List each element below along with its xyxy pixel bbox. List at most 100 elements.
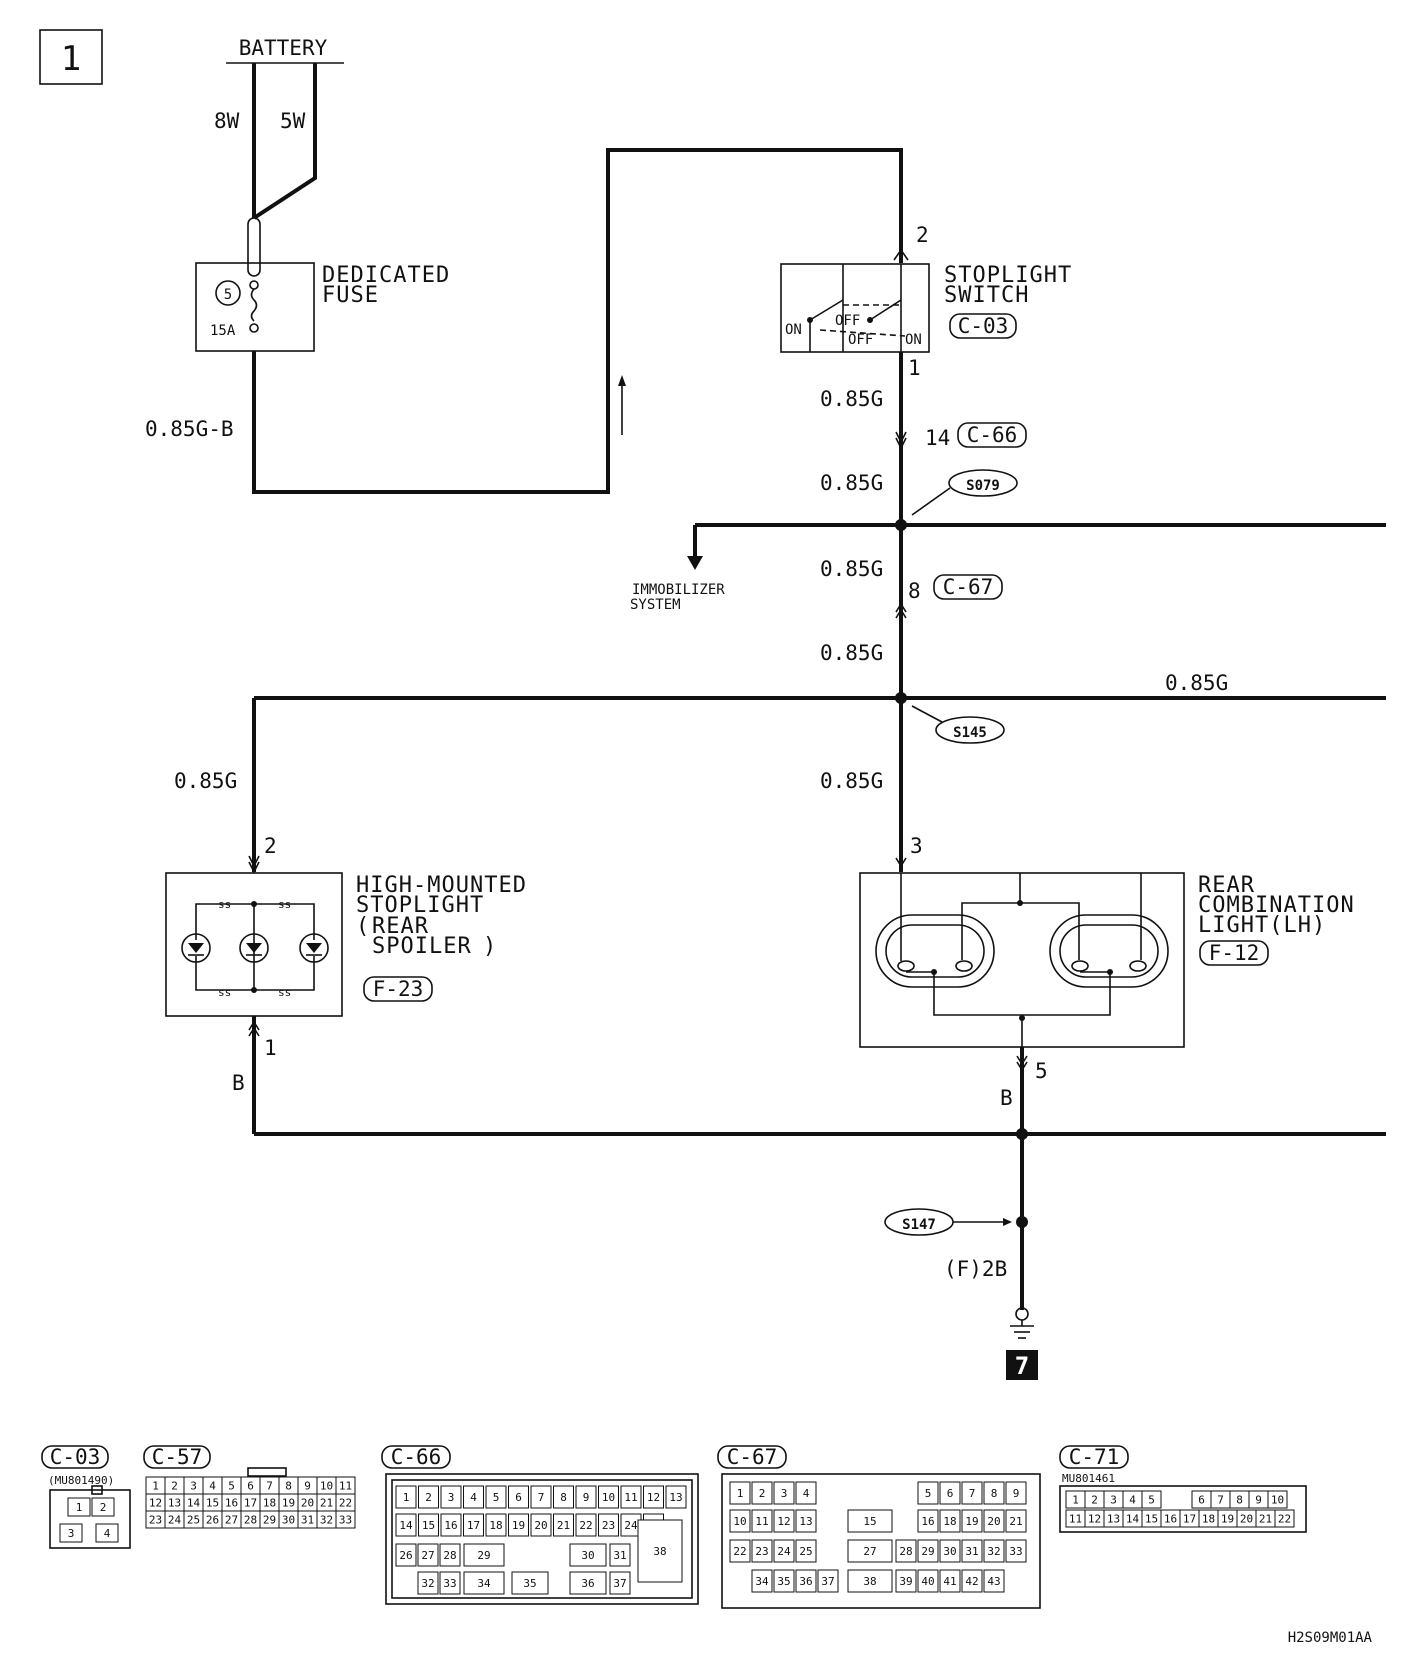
c71-pin-label: 3 [1110,1494,1117,1507]
c67-cell [983,1539,1005,1563]
hm-label-line1: HIGH-MOUNTED [356,873,527,898]
c66-pin-label: 36 [581,1577,594,1590]
c67-pin-label: 19 [965,1515,978,1528]
c67-pin-label: 37 [821,1575,834,1588]
c66-cell [609,1543,631,1567]
ground-number-box [1006,1350,1038,1380]
c67-connector: C-67 [943,575,994,599]
s147-label: S147 [902,1217,936,1233]
hm-label-line4: SPOILER [372,934,472,959]
c67-cell [961,1481,983,1505]
hm-pin-top: 2 [264,834,277,858]
c67-cell [917,1481,939,1505]
switch-off-lower: OFF [848,332,873,348]
c66-cell [417,1571,439,1595]
rc-connector: F-12 [1209,941,1260,965]
c66-pin-label: 10 [602,1491,615,1504]
c67-cell [751,1509,773,1533]
c57-pin-label: 30 [282,1514,295,1527]
c57-pin-label: 3 [190,1480,197,1493]
c03-pin-label: 1 [76,1501,83,1514]
c66-cell [530,1513,552,1537]
switch-connector: C-03 [958,314,1009,338]
c57-pin-label: 16 [225,1497,238,1510]
c71-pin-label: 1 [1072,1494,1079,1507]
c57-pin-label: 13 [168,1497,181,1510]
c57-pin-label: 4 [209,1480,216,1493]
hm-paren-open: ( [356,914,370,939]
c66-pin-label: 8 [560,1491,567,1504]
c66-cell [665,1485,687,1509]
c67-cell [729,1509,751,1533]
c57-pin-label: 19 [282,1497,295,1510]
svg-text:ss: ss [278,986,291,999]
c66-pin-label: 21 [557,1519,570,1532]
c57-title: C-57 [152,1445,203,1469]
c67-cell [939,1569,961,1593]
wire-label-5: 0.85G [820,769,883,793]
c67-cell [983,1569,1005,1593]
c03-pin-label: 3 [68,1527,75,1540]
c03-cell [59,1523,83,1543]
c71-pin-label: 2 [1091,1494,1098,1507]
c66-cell [508,1513,529,1537]
c66-pin-label: 11 [624,1491,637,1504]
svg-text:ss: ss [218,986,231,999]
c66-connector: C-66 [967,423,1018,447]
c57-pin-label: 6 [247,1480,254,1493]
c71-pin-label: 6 [1198,1494,1205,1507]
c71-pin-label: 8 [1236,1494,1243,1507]
c66-pin-label: 38 [653,1545,666,1558]
c57-pin-label: 23 [149,1514,162,1527]
c57-pin-label: 20 [301,1497,314,1510]
c57-pin-label: 11 [339,1480,352,1493]
c71-pin-label: 22 [1278,1513,1291,1526]
c71-pin-label: 20 [1240,1513,1253,1526]
c03-pin-label: 2 [100,1501,107,1514]
c66-pin-label: 33 [443,1577,456,1590]
switch-on-right: ON [905,332,922,348]
c66-pin-label: 26 [399,1549,412,1562]
page-number-box [39,29,103,85]
rc-label-line2: COMBINATION [1198,893,1355,918]
c67-pin-label: 13 [799,1515,812,1528]
c66-cell [439,1571,461,1595]
c67-pin-label: 16 [921,1515,934,1528]
c66-pin-label: 5 [493,1491,500,1504]
c66-cell [598,1513,619,1537]
switch-off-upper: OFF [835,313,860,329]
c71-part: MU801461 [1062,1472,1115,1485]
c67-cell [961,1509,983,1533]
c67-pin-label: 22 [733,1545,746,1558]
c66-pin-label: 1 [403,1491,410,1504]
hm-label-line3: REAR [372,914,429,939]
c67-cell [773,1509,795,1533]
c66-cell [463,1571,505,1595]
c57-pin-label: 7 [266,1480,273,1493]
c71-pin-label: 14 [1126,1513,1140,1526]
c66-cell [463,1513,484,1537]
c66-cell [637,1519,683,1583]
c66-pin-label: 28 [443,1549,456,1562]
c71-pin-label: 15 [1145,1513,1158,1526]
c66-cell [418,1513,439,1537]
c67-cell [961,1539,983,1563]
c67-pin-label: 12 [777,1515,790,1528]
c67-cell [917,1509,939,1533]
c57-pin-label: 14 [187,1497,201,1510]
rc-wire-bottom: B [1000,1086,1013,1110]
c67-cell [773,1569,795,1593]
c66-cell [598,1485,619,1509]
c57-pin-label: 12 [149,1497,162,1510]
c66-pin-label: 23 [602,1519,615,1532]
c67-pin-label: 29 [921,1545,934,1558]
c66-pin-label: 30 [581,1549,594,1562]
c67-cell [939,1481,961,1505]
c67-pin-label: 30 [943,1545,956,1558]
wire-label-4: 0.85G [820,641,883,665]
fuse-rating: 15A [210,323,236,339]
c57-pin-label: 5 [228,1480,235,1493]
